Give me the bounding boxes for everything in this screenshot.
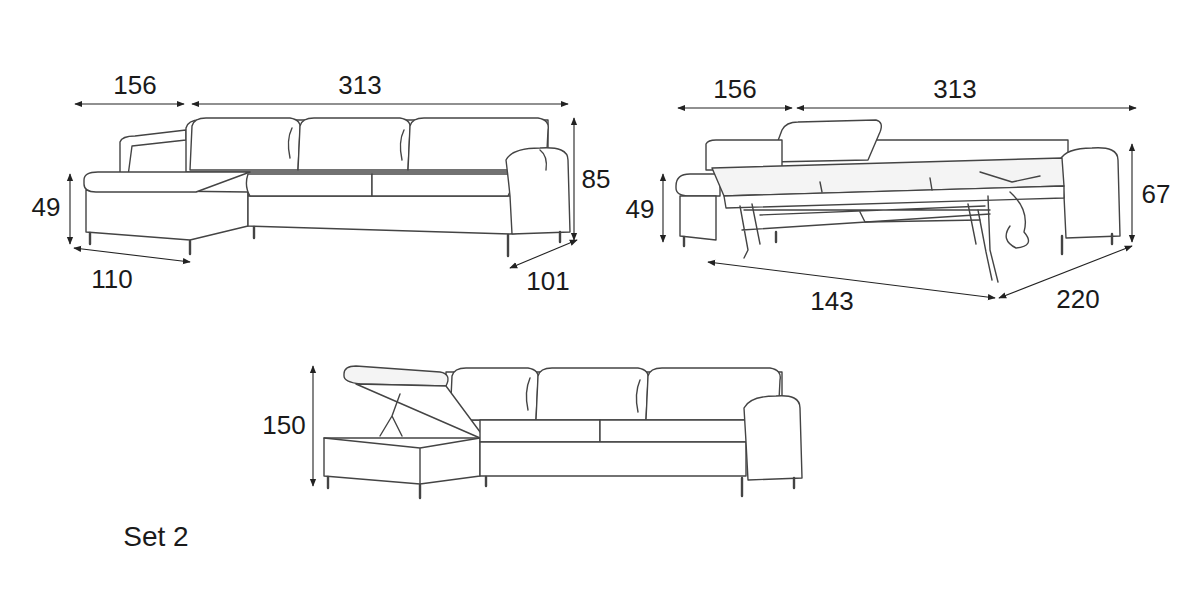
dimension-label: 313 (930, 75, 979, 105)
set-label: Set 2 (120, 521, 191, 553)
sofa-view-storage (313, 366, 802, 498)
dimension-label: 67 (1139, 180, 1174, 210)
dimension-label: 101 (523, 267, 572, 297)
dimension-label: 143 (807, 287, 856, 317)
dimension-label: 85 (579, 165, 614, 195)
dimension-label: 156 (710, 75, 759, 105)
dimension-label: 49 (623, 195, 658, 225)
dimension-label: 220 (1053, 285, 1102, 315)
dimension-label: 49 (29, 193, 64, 223)
sofa-view-bed (663, 108, 1136, 298)
dimension-label: 150 (259, 411, 308, 441)
sofa-view-closed (70, 104, 577, 268)
dimension-label: 156 (110, 71, 159, 101)
dimension-label: 110 (88, 265, 135, 295)
dimension-label: 313 (335, 71, 384, 101)
